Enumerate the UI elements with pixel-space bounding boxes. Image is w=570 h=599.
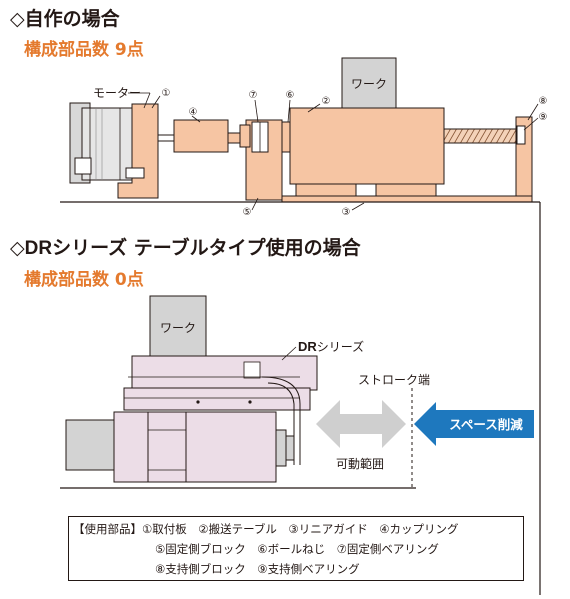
part-support-bearing bbox=[516, 125, 526, 145]
marker-7: ⑦ bbox=[249, 90, 259, 123]
svg-text:⑤: ⑤ bbox=[243, 207, 252, 218]
legend-line-2: ⑤固定側ブロック ⑥ボールねじ ⑦固定側ベアリング bbox=[155, 542, 439, 556]
marker-1: ① bbox=[151, 88, 171, 109]
space-reduction-arrow bbox=[414, 402, 534, 446]
marker-4: ④ bbox=[189, 107, 201, 123]
work-label-1: ワーク bbox=[351, 77, 387, 91]
guide-block-left bbox=[295, 183, 357, 197]
dr-gear-body bbox=[113, 411, 277, 483]
svg-text:①: ① bbox=[162, 88, 171, 99]
section1-subtitle: 構成部品数 9点 bbox=[24, 40, 144, 60]
svg-text:⑧: ⑧ bbox=[539, 96, 548, 107]
marker-9: ⑨ bbox=[523, 112, 548, 131]
marker-3: ③ bbox=[342, 202, 365, 218]
motor-label: モーター bbox=[93, 86, 141, 100]
part-linear-guide-rail bbox=[281, 195, 533, 203]
movable-range-arrow bbox=[316, 400, 406, 448]
dr-series-label: DRシリーズ bbox=[298, 339, 364, 354]
section2-subtitle: 構成部品数 0点 bbox=[24, 270, 144, 290]
space-reduction-label: スペース削減 bbox=[449, 417, 523, 432]
stroke-end-label: ストローク端 bbox=[358, 373, 430, 387]
section1-title: ◇自作の場合 bbox=[10, 8, 120, 30]
marker-8: ⑧ bbox=[527, 96, 548, 121]
svg-text:②: ② bbox=[322, 96, 331, 107]
work-piece bbox=[341, 57, 397, 109]
section2-title-bold: DR bbox=[24, 238, 53, 259]
part-mounting-plate bbox=[117, 103, 159, 199]
svg-text:⑨: ⑨ bbox=[539, 112, 548, 123]
work-piece-2 bbox=[149, 295, 207, 357]
diagram-dr-series: ワーク DRシリーズ ストローク端 可動範囲 bbox=[60, 295, 534, 489]
motor bbox=[69, 102, 133, 184]
part-transfer-table bbox=[289, 107, 445, 185]
svg-text:③: ③ bbox=[342, 207, 351, 218]
marker-5: ⑤ bbox=[243, 197, 259, 218]
svg-text:⑦: ⑦ bbox=[249, 90, 258, 101]
part-coupling bbox=[173, 119, 229, 153]
parts-legend: 【使用部品】①取付板 ②搬送テーブル ③リニアガイド ④カップリング ⑤固定側ブ… bbox=[68, 516, 524, 581]
legend-line-3: ⑧支持側ブロック ⑨支持側ベアリング bbox=[155, 562, 360, 576]
marker-2: ② bbox=[307, 96, 331, 113]
section2-title-rest: シリーズ テーブルタイプ使用の場合 bbox=[52, 237, 361, 259]
part-ball-screw bbox=[443, 128, 517, 144]
marker-6: ⑥ bbox=[286, 90, 295, 123]
svg-text:⑥: ⑥ bbox=[286, 90, 295, 101]
legend-line-1: 【使用部品】①取付板 ②搬送テーブル ③リニアガイド ④カップリング bbox=[73, 522, 459, 536]
guide-block-right bbox=[375, 183, 437, 197]
dr-housing bbox=[123, 387, 311, 411]
section2-title-prefix: ◇ bbox=[10, 237, 25, 259]
work-label-2: ワーク bbox=[160, 321, 196, 335]
dr-table bbox=[131, 355, 318, 391]
motor-shaft bbox=[157, 134, 175, 142]
section2-title: ◇DRシリーズ テーブルタイプ使用の場合 bbox=[10, 233, 361, 260]
movable-range-label: 可動範囲 bbox=[336, 456, 384, 471]
svg-text:④: ④ bbox=[189, 107, 198, 118]
